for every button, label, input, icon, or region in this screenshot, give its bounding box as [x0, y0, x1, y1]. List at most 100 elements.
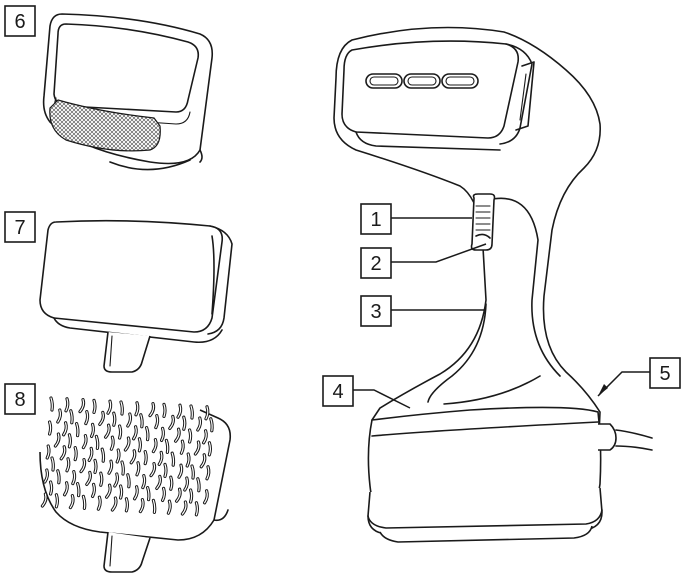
bristle	[136, 462, 140, 476]
bristle	[121, 461, 124, 475]
bristle	[66, 458, 70, 472]
callout-leaders	[352, 217, 650, 409]
bristle	[110, 436, 114, 450]
bristle	[63, 422, 67, 436]
bristle	[189, 429, 192, 443]
callout-7: 7	[4, 211, 36, 243]
bristle	[88, 447, 93, 461]
bristle	[206, 466, 210, 480]
bristle	[119, 425, 122, 439]
bristle	[181, 501, 187, 515]
bristle	[170, 476, 173, 490]
callout-8: 8	[4, 383, 36, 415]
callout-5-label: 5	[659, 363, 670, 385]
bristle	[142, 475, 146, 489]
bristle	[197, 478, 200, 492]
bristle	[107, 400, 112, 414]
bristle	[200, 454, 206, 468]
bristle	[79, 399, 85, 413]
bristle	[63, 482, 68, 496]
bristle	[77, 483, 80, 497]
bristle	[152, 439, 157, 453]
bristle	[191, 465, 194, 479]
callout-1: 1	[360, 203, 392, 235]
bristle	[49, 421, 52, 435]
callout-6: 6	[4, 5, 36, 37]
bristle	[124, 437, 130, 451]
bristle	[146, 427, 149, 441]
bristle	[156, 475, 161, 489]
bristle	[74, 447, 77, 461]
callout-2-label: 2	[370, 253, 381, 275]
bristle	[55, 494, 58, 508]
bristle	[99, 411, 104, 425]
bristle	[186, 453, 190, 467]
bristle	[68, 434, 71, 448]
bristle	[165, 439, 169, 453]
bristle	[50, 481, 53, 495]
callout-3: 3	[360, 295, 392, 327]
bristle	[180, 440, 184, 454]
callout-1-label: 1	[370, 209, 381, 231]
bristle	[161, 427, 164, 441]
bristle	[184, 477, 189, 491]
bristle	[204, 490, 208, 504]
bristle	[194, 441, 200, 455]
accessory-fabric-head	[42, 13, 214, 171]
bristle	[41, 493, 47, 507]
bristle	[139, 499, 144, 513]
bristle	[120, 401, 123, 415]
garment-steamer	[333, 26, 653, 543]
accessory-flat-pad	[39, 219, 233, 373]
bristle	[111, 497, 117, 511]
bristle	[60, 446, 66, 460]
bristle	[134, 486, 138, 500]
bristle	[93, 399, 96, 413]
callout-4: 4	[322, 375, 354, 407]
bristle	[155, 415, 159, 429]
bristle	[190, 405, 193, 419]
bristle	[108, 460, 113, 474]
bristle	[116, 449, 120, 463]
bristle	[46, 445, 50, 459]
bristle	[114, 473, 119, 487]
bristle	[113, 412, 116, 426]
bristle	[69, 495, 74, 509]
bristle	[120, 485, 123, 499]
bristle	[135, 402, 139, 416]
accessory-bristle-brush	[39, 396, 232, 573]
bristle	[175, 428, 180, 442]
bristle	[100, 472, 103, 486]
bristle	[177, 404, 182, 418]
bristle	[70, 410, 73, 424]
bristle	[150, 463, 156, 477]
bristle	[80, 459, 86, 473]
bristle	[44, 469, 49, 483]
bristle	[167, 500, 171, 514]
bristle	[85, 411, 89, 425]
bristle	[163, 403, 166, 417]
bristle	[197, 417, 202, 431]
bristle	[105, 424, 110, 438]
bristle	[72, 471, 76, 485]
bristle	[51, 457, 54, 471]
bristle	[57, 409, 62, 423]
bristle	[178, 464, 183, 478]
bristle	[82, 495, 86, 509]
bristle	[95, 435, 99, 449]
callout-6-label: 6	[14, 11, 25, 33]
bristle	[133, 426, 137, 440]
callout-2: 2	[360, 247, 392, 279]
brush-bristles	[40, 396, 214, 517]
bristle	[97, 496, 101, 510]
steam-trigger-button	[470, 193, 496, 251]
bristle	[127, 474, 130, 488]
bristle	[65, 398, 69, 412]
bristle	[208, 442, 211, 456]
callout-7-label: 7	[14, 217, 25, 239]
bristle	[147, 487, 150, 501]
bristle	[205, 406, 209, 420]
callout-5: 5	[649, 357, 681, 389]
bristle	[195, 502, 198, 516]
